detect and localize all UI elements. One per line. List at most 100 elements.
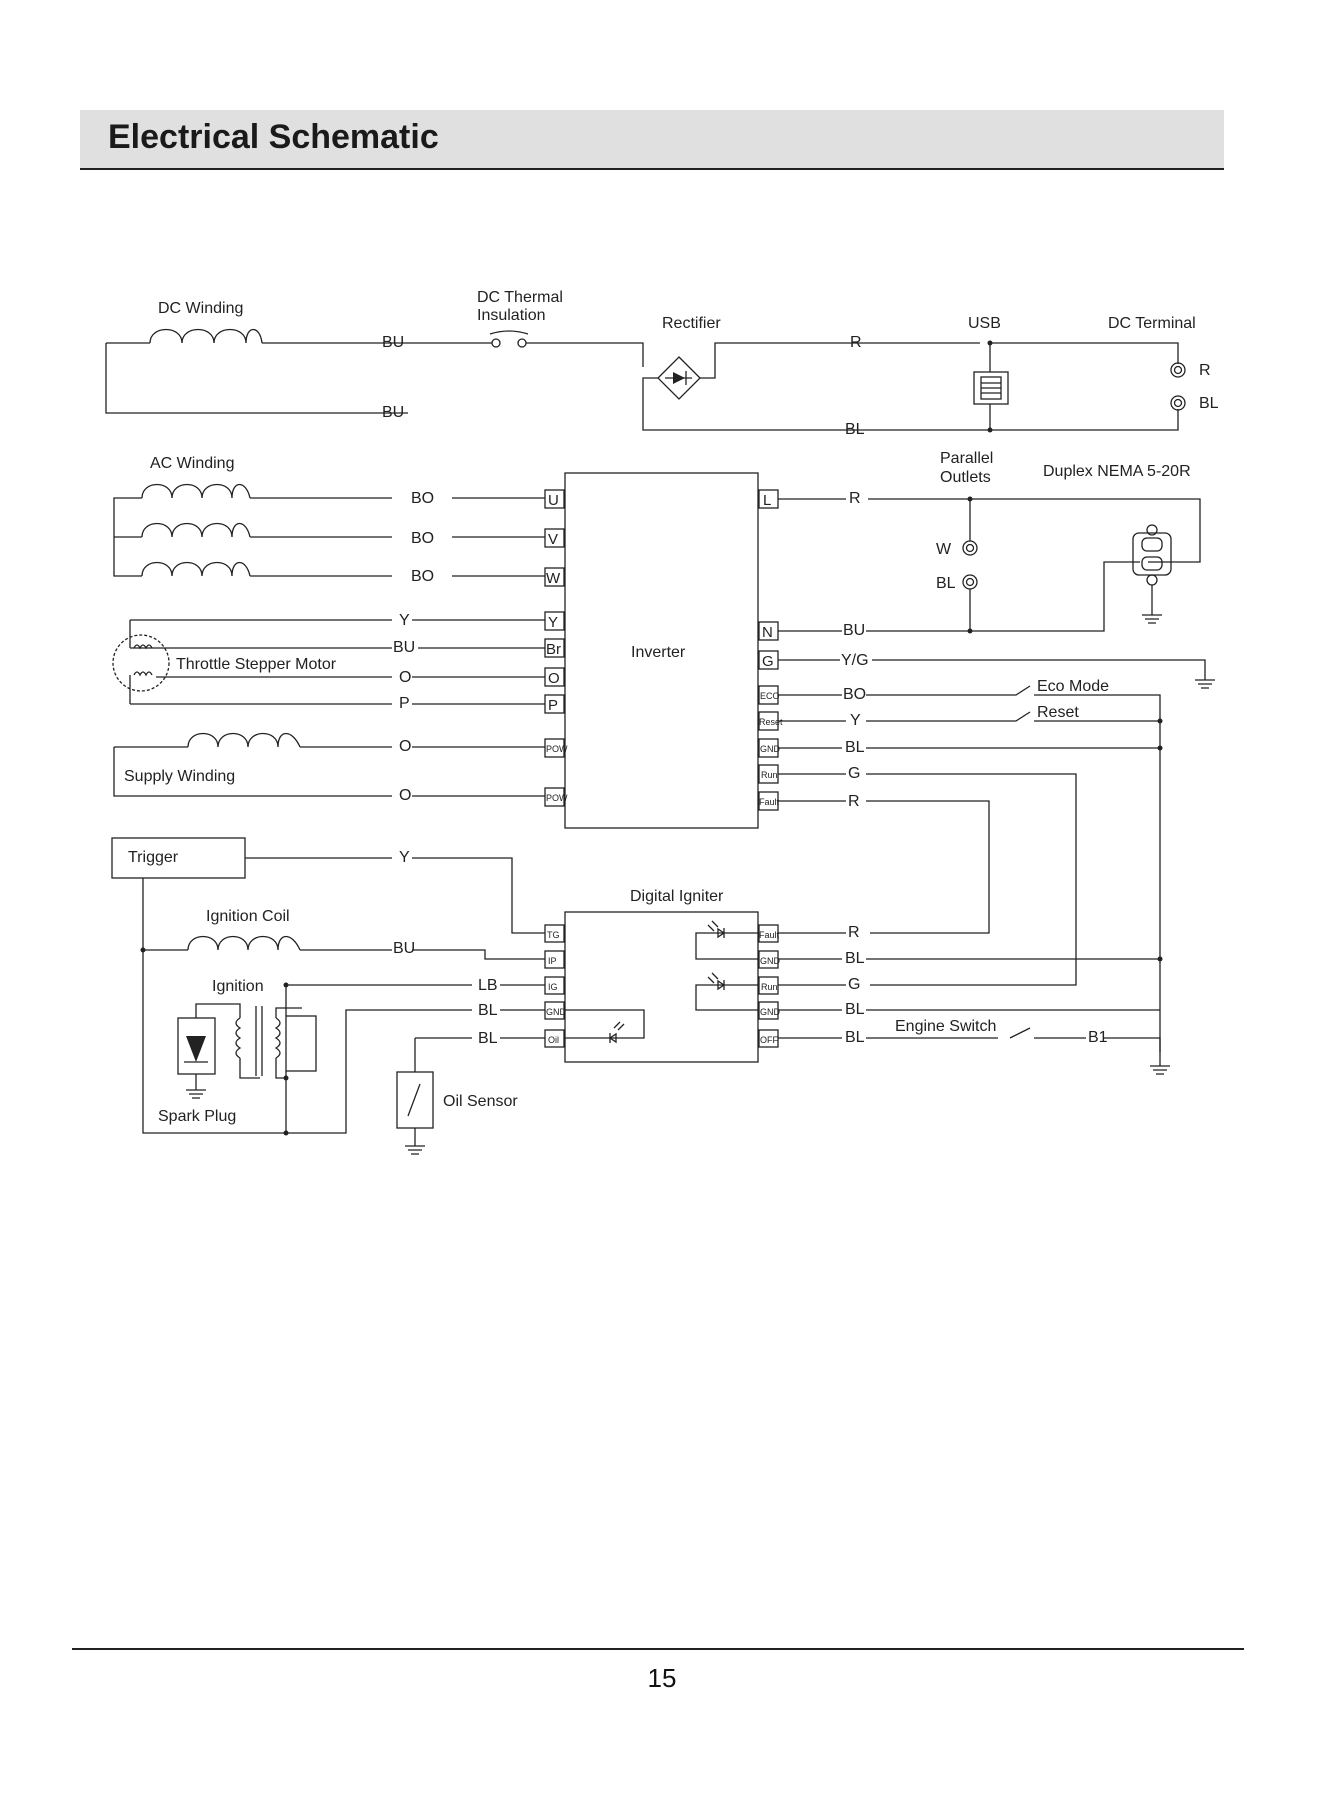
- thermal-switch: [440, 330, 644, 367]
- supply-section: Supply Winding O O: [113, 732, 545, 804]
- ac-section: AC Winding BO BO BO: [113, 455, 545, 585]
- dc-terminal-r: R: [1199, 362, 1211, 379]
- rectifier-label: Rectifier: [662, 315, 721, 332]
- wire-dc-bu-bottom: BU: [382, 404, 404, 421]
- supply-winding-label: Supply Winding: [124, 768, 235, 785]
- ign-pin-oil: Oil: [548, 1035, 559, 1045]
- wire-rect-bl: BL: [845, 421, 865, 438]
- wire-inv-bl: BL: [845, 739, 865, 756]
- ignition-section: Ignition LB Spark Plug BL: [158, 977, 545, 1136]
- inv-pin-o: O: [548, 670, 560, 687]
- wire-motor-o: O: [399, 669, 411, 686]
- page-title: Electrical Schematic: [108, 118, 439, 156]
- parallel-bl-label: BL: [936, 575, 956, 592]
- igniter-led-icons: [565, 920, 759, 1044]
- ign-pin-gnd-r: GND: [760, 956, 781, 966]
- wire-ac-bo-3: BO: [411, 568, 434, 585]
- ignition-label: Ignition: [212, 978, 264, 995]
- duplex-label: Duplex NEMA 5-20R: [1043, 463, 1191, 480]
- throttle-label: Throttle Stepper Motor: [176, 656, 337, 673]
- b1-label: B1: [1088, 1029, 1108, 1046]
- footer-divider: [72, 1648, 1244, 1650]
- wire-dig-bl-off: BL: [845, 1029, 865, 1046]
- rectifier-icon: [642, 342, 988, 431]
- inv-pin-run: Run: [761, 770, 778, 780]
- ac-winding-coil-1: [141, 483, 251, 499]
- supply-winding-coil: [187, 732, 301, 748]
- ign-pin-off: OFF: [760, 1035, 778, 1045]
- duplex-outlet-icon: [1132, 532, 1172, 576]
- ignition-coil-label: Ignition Coil: [206, 908, 290, 925]
- ign-pin-ip: IP: [548, 956, 557, 966]
- inverter-left-pins: U V W Y Br O P POW POW: [544, 489, 568, 807]
- wire-dig-r: R: [848, 924, 860, 941]
- dc-winding-coil: [149, 328, 263, 344]
- igniter-left-pins: TG IP IG GND Oil: [544, 924, 567, 1048]
- oil-sensor-section: BL Oil Sensor: [396, 1030, 545, 1155]
- parallel-outlets: Parallel Outlets W BL: [936, 450, 993, 634]
- inv-pin-reset: Reset: [759, 717, 783, 727]
- inv-pin-p: P: [548, 697, 558, 714]
- ign-pin-ig: IG: [548, 982, 558, 992]
- wire-trigger-y: Y: [399, 849, 410, 866]
- inverter-right-pins: L N G ECO Reset GND Run Fault: [758, 489, 783, 811]
- inv-pin-l: L: [763, 492, 771, 509]
- igniter-right-pins: Fault GND Run GND OFF: [758, 924, 781, 1048]
- wire-ac-bo-2: BO: [411, 530, 434, 547]
- ign-pin-gnd: GND: [546, 1007, 567, 1017]
- ac-winding-label: AC Winding: [150, 455, 234, 472]
- ac-winding-coil-3: [141, 561, 251, 577]
- wire-inv-y: Y: [850, 712, 861, 729]
- ignition-coil-icon: [187, 935, 301, 951]
- wire-inv-bo: BO: [843, 686, 866, 703]
- dc-winding-label: DC Winding: [158, 300, 243, 317]
- wire-rect-r: R: [850, 334, 862, 351]
- inv-pin-g: G: [762, 653, 774, 670]
- usb-port-icon: [973, 340, 1009, 433]
- oil-sensor-label: Oil Sensor: [443, 1093, 518, 1110]
- wire-motor-bu: BU: [393, 639, 415, 656]
- wire-inv-yg: Y/G: [841, 652, 869, 669]
- wire-ig-bl-gnd: BL: [478, 1002, 498, 1019]
- inv-pin-gnd: GND: [760, 744, 781, 754]
- wire-ig-lb: LB: [478, 977, 498, 994]
- dc-terminal-icon: [1170, 362, 1186, 411]
- usb-label: USB: [968, 315, 1001, 332]
- ign-pin-run: Run: [761, 982, 778, 992]
- inv-pin-v: V: [548, 531, 558, 548]
- throttle-section: Throttle Stepper Motor Y BU O P: [112, 612, 545, 712]
- digital-igniter-module: Digital Igniter TG IP IG GND Oil Fault G…: [544, 888, 1163, 1063]
- wire-dc-bu-top: BU: [382, 334, 404, 351]
- wire-dig-bl: BL: [845, 950, 865, 967]
- oil-sensor-icon: [396, 1071, 434, 1129]
- wire-inv-r2: R: [848, 793, 860, 810]
- dc-terminal-bl: BL: [1199, 395, 1219, 412]
- inv-pin-w: W: [546, 570, 561, 587]
- inverter-module: Inverter U V W Y Br O P POW POW L N G EC…: [544, 472, 1206, 1052]
- trigger-section: Trigger Y: [111, 837, 545, 1134]
- ign-pin-gnd-r2: GND: [760, 1007, 781, 1017]
- digital-igniter-label: Digital Igniter: [630, 888, 724, 905]
- wire-dig-bl2: BL: [845, 1001, 865, 1018]
- inv-pin-n: N: [762, 624, 773, 641]
- wire-dig-g: G: [848, 976, 860, 993]
- spark-plug-label: Spark Plug: [158, 1108, 236, 1125]
- wire-motor-p: P: [399, 695, 410, 712]
- inv-pin-pow-1: POW: [546, 744, 568, 754]
- wire-inv-bu: BU: [843, 622, 865, 639]
- duplex-outlet: Duplex NEMA 5-20R: [1043, 463, 1191, 624]
- reset-label: Reset: [1037, 704, 1079, 721]
- trigger-label: Trigger: [128, 849, 179, 866]
- parallel-label-1: Parallel: [940, 450, 993, 467]
- engine-switch-label: Engine Switch: [895, 1018, 996, 1035]
- dc-thermal-label-1: DC Thermal: [477, 289, 563, 306]
- wire-supply-o-1: O: [399, 738, 411, 755]
- inv-pin-fault: Fault: [759, 797, 780, 807]
- ign-pin-fault: Fault: [759, 930, 780, 940]
- ignition-coil-section: Ignition Coil BU: [140, 908, 545, 960]
- wire-motor-y: Y: [399, 612, 410, 629]
- inverter-label: Inverter: [631, 644, 686, 661]
- throttle-motor-icon: [112, 634, 170, 692]
- wire-inv-g: G: [848, 765, 860, 782]
